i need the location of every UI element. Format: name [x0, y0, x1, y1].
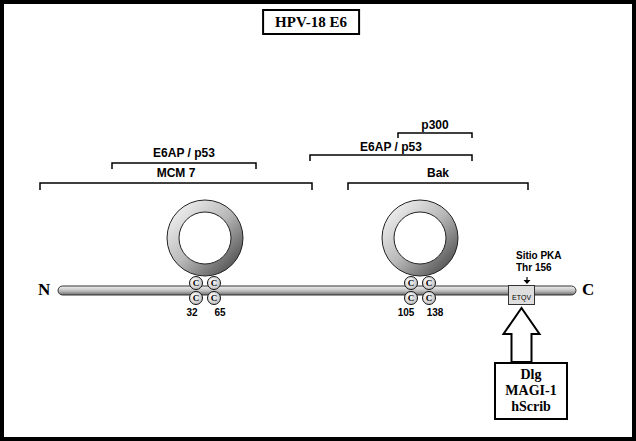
- cysteine-letter: C: [211, 279, 218, 288]
- cysteine-letter: C: [193, 279, 200, 288]
- partner-box: Dlg MAGI-1 hScrib: [494, 362, 568, 420]
- title-text: HPV-18 E6: [275, 14, 347, 30]
- cysteine-circle: C: [422, 276, 436, 290]
- binding-brackets: [40, 133, 528, 190]
- cysteine-circle: C: [207, 276, 221, 290]
- binding-label: E6AP / p53: [153, 146, 215, 161]
- binding-label: E6AP / p53: [360, 140, 422, 155]
- terminus-label: C: [582, 280, 594, 300]
- hollow-arrow: [504, 308, 540, 362]
- cysteine-circle: C: [189, 291, 203, 305]
- motif-text: ETQV: [512, 294, 531, 301]
- binding-label: MCM 7: [157, 166, 196, 181]
- cysteine-letter: C: [426, 294, 433, 303]
- pka-site-arrow: [524, 277, 531, 284]
- cysteine-circle: C: [404, 276, 418, 290]
- residue-number: 32: [186, 307, 197, 319]
- cysteine-circle: C: [422, 291, 436, 305]
- zinc-loop-left: [167, 200, 243, 276]
- cysteine-letter: C: [408, 294, 415, 303]
- residue-number: 105: [398, 307, 415, 319]
- cysteine-letter: C: [408, 279, 415, 288]
- title-box: HPV-18 E6: [262, 9, 360, 35]
- protein-bar: [58, 286, 576, 295]
- residue-number: 138: [427, 307, 444, 319]
- cysteine-circle: C: [404, 291, 418, 305]
- cysteine-letter: C: [211, 294, 218, 303]
- cysteine-circle: C: [207, 291, 221, 305]
- motif-box: ETQV: [508, 285, 535, 305]
- residue-number: 65: [214, 307, 225, 319]
- terminus-label: N: [38, 280, 50, 300]
- partner-text: Dlg MAGI-1 hScrib: [500, 367, 562, 415]
- site-label: Sitio PKA Thr 156: [516, 250, 572, 274]
- cysteine-letter: C: [193, 294, 200, 303]
- cysteine-letter: C: [426, 279, 433, 288]
- zinc-loop-right: [382, 200, 458, 276]
- cysteine-circle: C: [189, 276, 203, 290]
- binding-label: p300: [421, 118, 448, 133]
- binding-label: Bak: [427, 166, 449, 181]
